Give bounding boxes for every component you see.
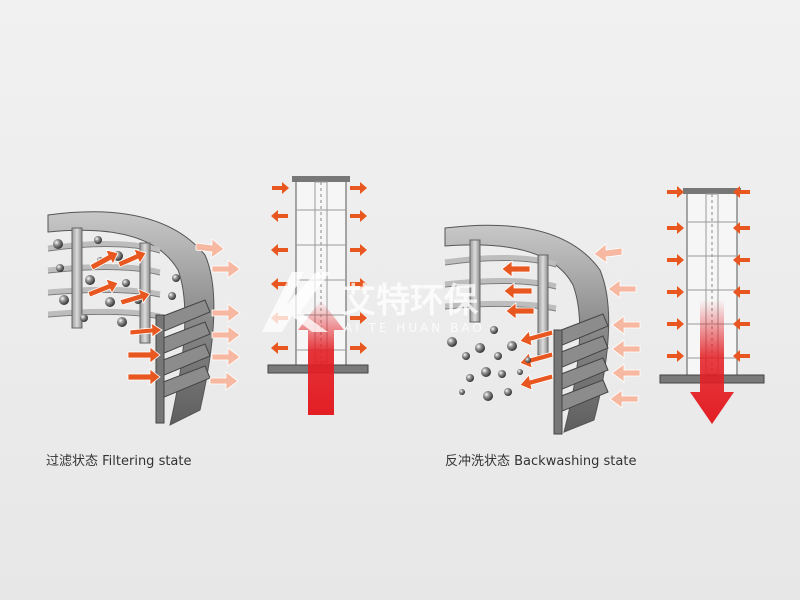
watermark-logo-icon: [262, 272, 330, 332]
backwashing-caption: 反冲洗状态 Backwashing state: [445, 454, 637, 469]
outer-flow-arrows: [195, 238, 241, 391]
profile-wire-stack: [553, 313, 609, 435]
watermark-cn: 艾特环保: [342, 281, 479, 321]
side-outflow-arrows: [271, 182, 367, 354]
support-bar: [537, 254, 549, 356]
support-bar: [71, 227, 83, 329]
backwashing-cutaway: [444, 224, 641, 435]
side-inflow-arrows: [667, 186, 750, 362]
backwash-outflow-arrow: [690, 300, 734, 424]
profile-wire-stack: [155, 299, 211, 424]
watermark-en: AI TE HUAN BAO: [344, 321, 485, 335]
inward-flow-arrows: [593, 243, 641, 409]
filtering-caption: 过滤状态 Filtering state: [46, 454, 192, 469]
particles: [447, 326, 531, 401]
filtering-cutaway: [47, 211, 241, 426]
inner-backflow-arrows: [501, 260, 554, 391]
backwashing-element: [659, 186, 765, 424]
support-bar: [469, 239, 481, 323]
watermark: 艾特环保 AI TE HUAN BAO: [262, 272, 485, 335]
inner-flow-arrows: [87, 248, 163, 386]
